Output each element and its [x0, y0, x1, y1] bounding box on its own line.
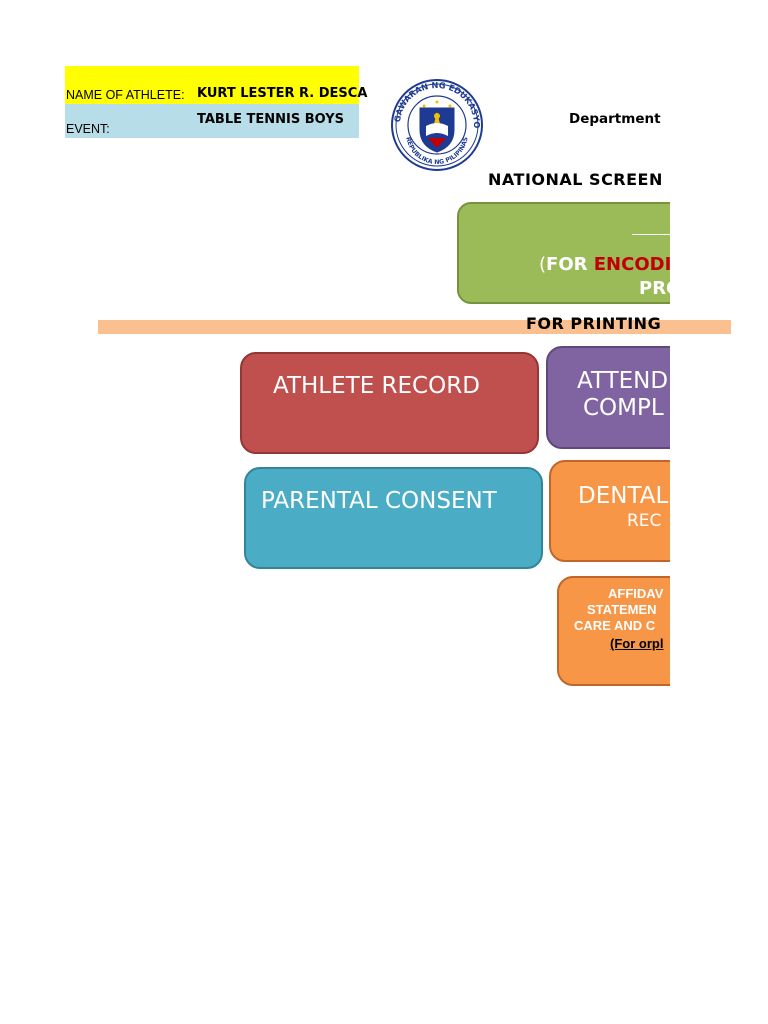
attend-line-2: COMPL [583, 395, 664, 421]
deped-seal-logo: KAGAWARAN NG EDUKASYON REPUBLIKA NG PILI… [381, 70, 490, 172]
department-title: Department [569, 111, 661, 127]
affid-line-1: AFFIDAV [608, 586, 664, 601]
affid-line-4: (For orpl [610, 636, 664, 651]
event-label: EVENT: [66, 122, 110, 136]
printing-title-overlay: FOR PRINTING [526, 314, 662, 333]
affid-line-2: STATEMEN [587, 602, 657, 617]
parental-consent-button[interactable]: PARENTAL CONSENT [244, 467, 543, 569]
printing-bar [98, 320, 731, 334]
encoding-line-1: (FOR ENCODI [539, 254, 670, 275]
affidavit-button[interactable]: AFFIDAV STATEMEN CARE AND C (For orpl [557, 576, 670, 686]
dental-line-1: DENTAL [578, 483, 669, 509]
athlete-record-button[interactable]: ATHLETE RECORD [240, 352, 539, 454]
athlete-name-label: NAME OF ATHLETE: [66, 88, 185, 102]
affid-line-3: CARE AND C [574, 618, 656, 633]
green-underline [632, 234, 670, 235]
encoding-line-2: PRO [639, 278, 670, 299]
program-title: NATIONAL SCREEN [488, 170, 663, 189]
athlete-name-row: NAME OF ATHLETE: KURT LESTER R. DESCA [65, 66, 367, 104]
dental-line-2: REC [627, 511, 662, 531]
event-row: EVENT: TABLE TENNIS BOYS [65, 104, 359, 138]
attend-line-1: ATTEND [577, 368, 669, 394]
athlete-record-label: ATHLETE RECORD [273, 373, 480, 399]
parental-consent-label: PARENTAL CONSENT [261, 488, 497, 514]
page-viewport: Department NATIONAL SCREEN (FOR ENCODI P… [240, 111, 670, 686]
athlete-name-value[interactable]: KURT LESTER R. DESCA [197, 86, 368, 101]
encoding-button[interactable]: (FOR ENCODI PRO [457, 202, 670, 304]
dental-record-button[interactable]: DENTAL REC [549, 460, 670, 562]
event-value[interactable]: TABLE TENNIS BOYS [197, 112, 345, 127]
attendance-button[interactable]: ATTEND COMPL [546, 346, 670, 449]
